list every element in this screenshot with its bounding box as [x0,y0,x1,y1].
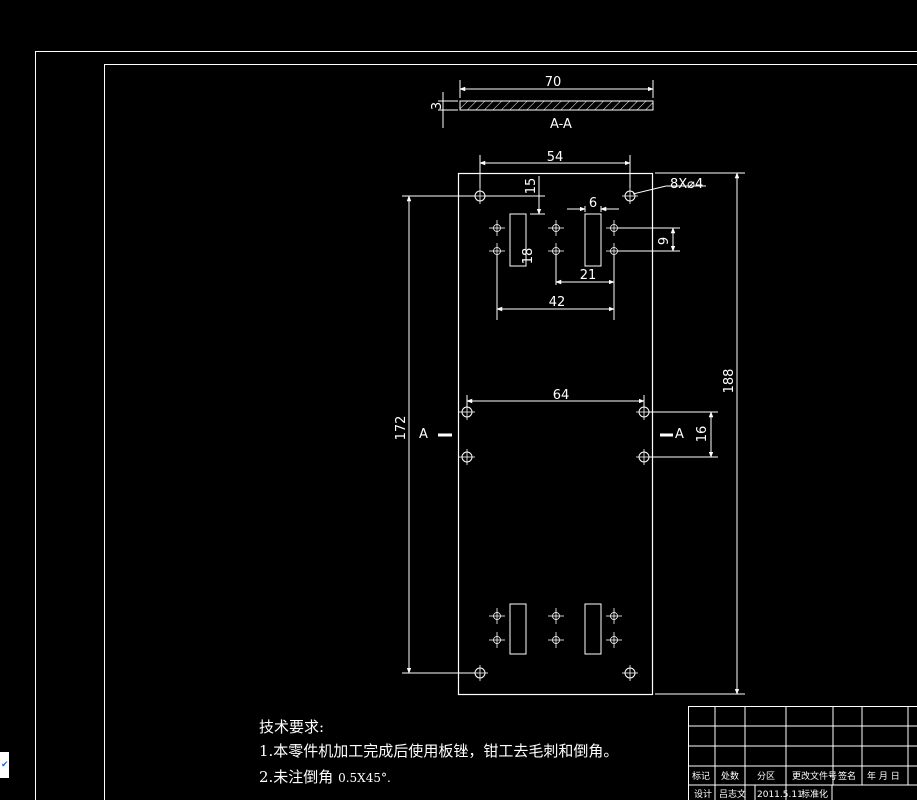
dim-center-offset: 16 [695,426,710,443]
dim-hole-vertical-span: 172 [394,416,409,441]
side-panel-icon[interactable]: ✔ [0,752,9,778]
tech-note-2-prefix: 2.未注倒角 [259,768,334,786]
tb-signature: 签名 [838,770,856,782]
tb-date: 年 月 日 [867,770,900,782]
outer-frame [35,51,917,800]
tb-designer: 吕志文 [719,788,746,800]
section-marker-left: A [419,427,428,442]
dim-slot-width: 6 [589,196,597,211]
tb-zone: 分区 [757,771,775,782]
slot-top-left [509,213,527,267]
tech-note-1: 1.本零件机加工完成后使用板锉，钳工去毛刺和倒角。 [259,742,619,760]
dim-hole-offset: 21 [580,268,597,283]
section-plate [459,100,654,111]
small-holes-bottom [489,608,622,648]
section-a-a: 70 3 A-A [430,75,654,132]
plate-outline [457,172,654,696]
dim-hole-span: 42 [549,295,566,310]
tb-change-doc: 更改文件号 [792,770,837,782]
dim-overall-height: 188 [722,369,737,394]
tech-note-2: 2.未注倒角 0.5X45°. [259,766,391,787]
leader-holes [632,185,667,195]
section-title: A-A [550,117,572,132]
dim-hole-pitch: 9 [657,237,672,245]
dim-section-width: 70 [545,75,562,90]
small-holes-top [489,220,622,259]
slot-group-top [509,213,602,267]
plate-view: 54 15 8X⌀4 6 9 18 21 42 [394,150,745,696]
tb-design: 设计 [694,788,712,800]
dim-slot-length: 18 [521,248,536,265]
tb-design-date: 2011.5.11 [757,790,803,800]
dim-center-span: 64 [553,388,570,403]
tb-count: 处数 [721,770,739,782]
title-block [688,706,917,800]
dim-holes-spec: 8X⌀4 [670,177,703,192]
dim-hole-spacing-top: 54 [547,150,564,165]
tb-standardization: 标准化 [801,788,828,800]
title-block-text: 标记 处数 分区 更改文件号 签名 年 月 日 设计 吕志文 2011.5.11… [692,770,900,800]
inner-frame [104,64,917,800]
tb-marker: 标记 [692,770,710,782]
slot-top-right [584,213,602,267]
dim-edge-to-slot: 15 [524,178,539,195]
slot-bottom-right [584,603,602,655]
dim-section-thickness: 3 [430,102,445,110]
section-marker-right: A [675,427,684,442]
tech-notes-title: 技术要求: [259,718,325,736]
slot-group-bottom [509,603,602,655]
tech-note-2-spec: 0.5X45°. [338,771,391,785]
slot-bottom-left [509,603,527,655]
